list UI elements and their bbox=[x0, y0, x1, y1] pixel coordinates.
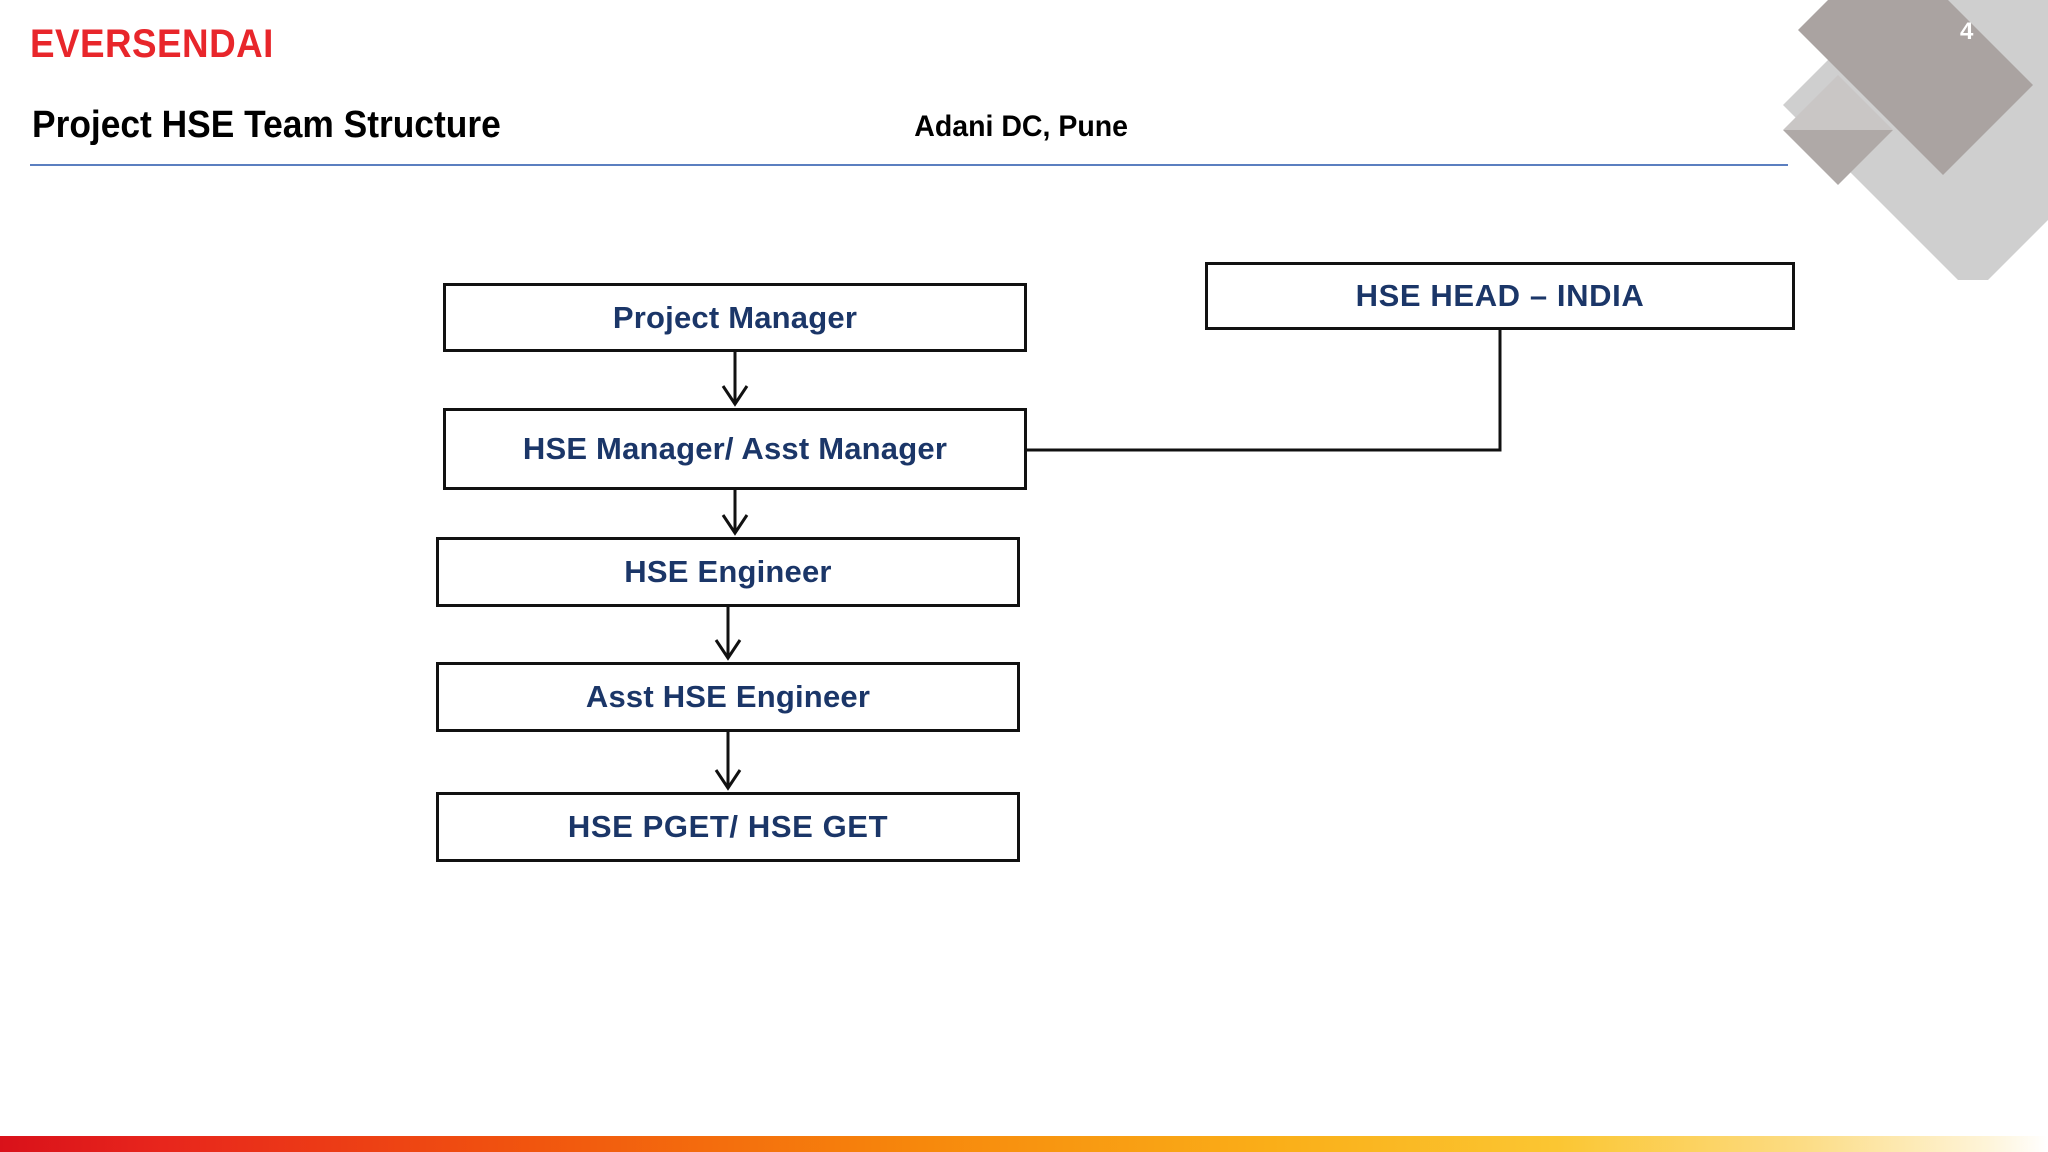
page-title: Project HSE Team Structure bbox=[32, 104, 501, 146]
project-name-label: Adani DC, Pune bbox=[914, 110, 1128, 143]
node-label: HSE HEAD – INDIA bbox=[1355, 278, 1645, 313]
arrowhead-3 bbox=[714, 639, 742, 661]
node-label: HSE Engineer bbox=[624, 554, 832, 589]
node-label: HSE Manager/ Asst Manager bbox=[522, 431, 948, 466]
node-hse-head-india[interactable]: HSE HEAD – INDIA bbox=[1205, 262, 1795, 330]
header-divider bbox=[30, 164, 1788, 166]
node-hse-pget-hse-get[interactable]: HSE PGET/ HSE GET bbox=[436, 792, 1020, 862]
node-asst-hse-engineer[interactable]: Asst HSE Engineer bbox=[436, 662, 1020, 732]
arrowhead-4 bbox=[714, 769, 742, 791]
eversendai-logo: EVERSENDAI bbox=[30, 22, 274, 66]
arrowhead-2 bbox=[721, 514, 749, 536]
node-project-manager[interactable]: Project Manager bbox=[443, 283, 1027, 352]
node-label: HSE PGET/ HSE GET bbox=[567, 809, 889, 844]
arrowhead-1 bbox=[721, 385, 749, 407]
edge-hse-head-to-hse-manager bbox=[1027, 330, 1502, 452]
footer-gradient-bar bbox=[0, 1136, 2048, 1152]
node-label: Project Manager bbox=[612, 299, 858, 335]
node-hse-manager[interactable]: HSE Manager/ Asst Manager bbox=[443, 408, 1027, 490]
node-label: Asst HSE Engineer bbox=[585, 679, 871, 714]
node-hse-engineer[interactable]: HSE Engineer bbox=[436, 537, 1020, 607]
page-number: 4 bbox=[1960, 18, 1974, 45]
